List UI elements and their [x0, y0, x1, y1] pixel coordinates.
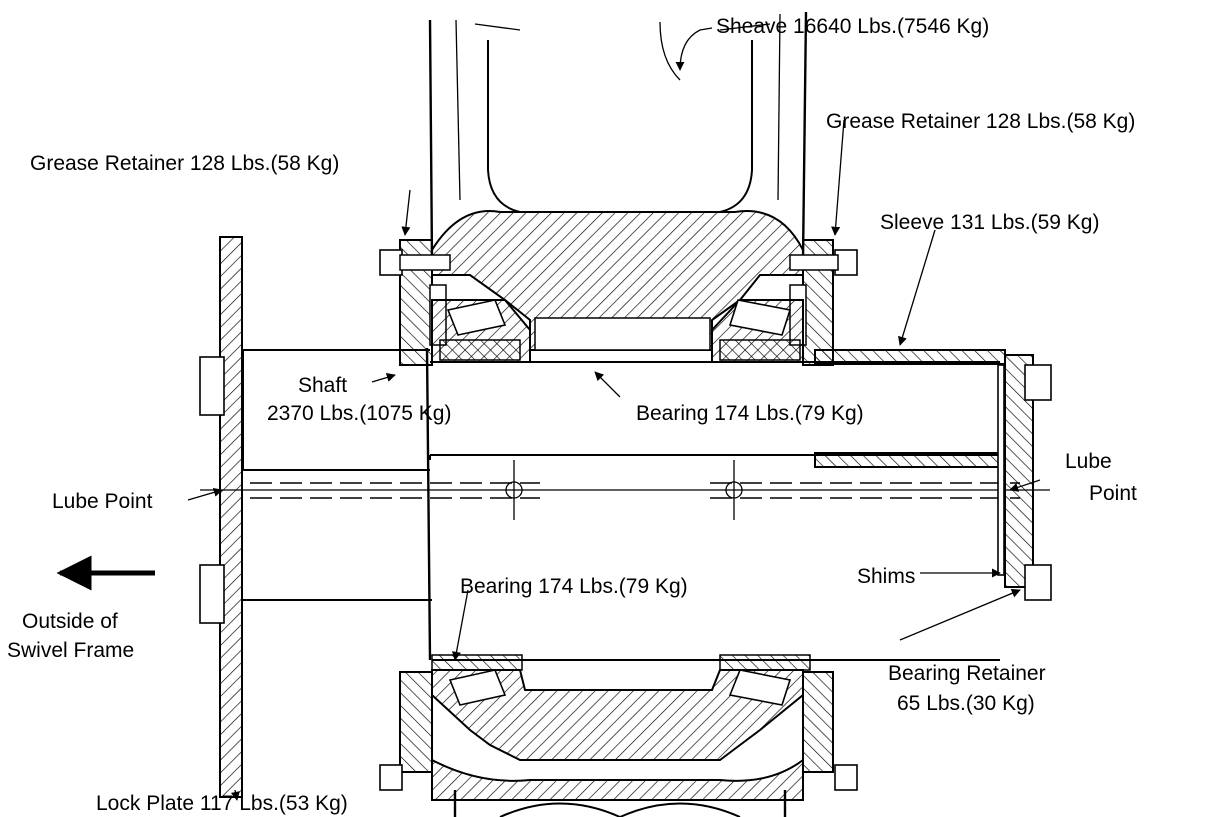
centerline — [200, 460, 1050, 520]
label-bearing-retainer-line1: Bearing Retainer — [888, 662, 1046, 685]
label-lube-right-line2: Point — [1089, 482, 1137, 505]
label-grease-retainer-right: Grease Retainer 128 Lbs.(58 Kg) — [826, 110, 1135, 133]
label-sheave: Sheave 16640 Lbs.(7546 Kg) — [716, 15, 989, 38]
sheave-lower — [243, 599, 1000, 817]
sheave-upper — [428, 11, 808, 351]
label-outside-line1: Outside of — [22, 610, 118, 633]
label-lube-left: Lube Point — [52, 490, 153, 513]
label-shaft-line2: 2370 Lbs.(1075 Kg) — [267, 402, 451, 425]
label-bearing-upper: Bearing 174 Lbs.(79 Kg) — [636, 402, 864, 425]
label-bearing-lower: Bearing 174 Lbs.(79 Kg) — [460, 575, 688, 598]
leader-lines — [187, 27, 1041, 801]
label-lock-plate: Lock Plate 117 Lbs.(53 Kg) — [96, 792, 348, 815]
label-shims: Shims — [857, 565, 915, 588]
label-grease-retainer-left: Grease Retainer 128 Lbs.(58 Kg) — [30, 152, 339, 175]
label-outside-line2: Swivel Frame — [7, 639, 134, 662]
label-lube-right-line1: Lube — [1065, 450, 1112, 473]
label-sleeve: Sleeve 131 Lbs.(59 Kg) — [880, 211, 1099, 234]
bearing-retainer — [1004, 354, 1052, 601]
bearing-upper-left — [431, 299, 531, 363]
label-bearing-retainer-line2: 65 Lbs.(30 Kg) — [897, 692, 1035, 715]
sleeve — [814, 349, 1006, 468]
label-shaft-line1: Shaft — [298, 374, 347, 397]
shims — [997, 364, 1005, 576]
bearing-upper-right — [711, 299, 804, 363]
shaft — [242, 347, 1000, 661]
lock-plate — [199, 236, 243, 798]
